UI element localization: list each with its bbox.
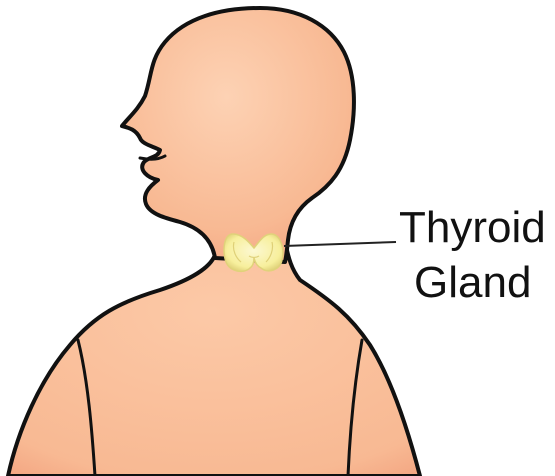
label-thyroid: Thyroid bbox=[399, 206, 546, 250]
leader-line bbox=[284, 242, 396, 246]
head-and-neck bbox=[122, 8, 354, 262]
label-gland: Gland bbox=[414, 261, 531, 305]
